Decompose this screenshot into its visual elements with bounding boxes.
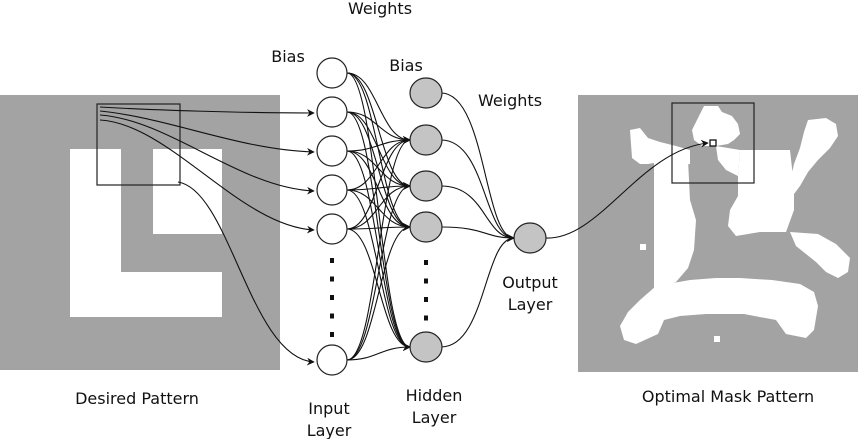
- weights-right-label: Weights: [478, 91, 542, 110]
- hidden-to-output-edge: [440, 234, 515, 348]
- mask-speck-bottom: [714, 336, 720, 342]
- input-to-hidden-connections: [346, 72, 411, 361]
- hidden-bias-node: [409, 77, 443, 109]
- mask-bar-bottom: [620, 278, 818, 344]
- input-ellipsis-dot: [330, 258, 334, 263]
- input-to-hidden-edge: [346, 136, 411, 191]
- hidden-layer-label-line2: Layer: [412, 408, 457, 427]
- bias-input-label: Bias: [271, 47, 305, 66]
- weights-top-label: Weights: [348, 0, 412, 18]
- hidden-ellipsis-dot: [424, 260, 428, 265]
- input-to-hidden-edge: [346, 223, 411, 361]
- input-node: [316, 344, 348, 376]
- input-to-hidden-edge: [346, 189, 411, 351]
- input-layer-label-line2: Layer: [307, 421, 352, 439]
- pattern-to-input-edge: [99, 110, 315, 156]
- desired-pattern-right-block: [153, 149, 222, 234]
- input-node: [316, 96, 348, 128]
- mask-arm-lower-right: [790, 232, 850, 278]
- hidden-layer-label-line1: Hidden: [406, 386, 463, 405]
- input-to-hidden-edge: [346, 150, 411, 190]
- hidden-to-output-edge: [440, 139, 515, 242]
- pattern-to-input-edge: [177, 181, 315, 366]
- pattern-to-input-connections: [99, 106, 315, 366]
- input-to-hidden-edge: [346, 111, 411, 144]
- input-to-hidden-edge: [346, 136, 411, 152]
- mask-arm-upper-left: [630, 128, 690, 166]
- bias-hidden-label: Bias: [389, 56, 423, 75]
- pattern-to-input-edge: [99, 119, 315, 234]
- hidden-ellipsis-dot: [424, 278, 428, 284]
- pattern-to-input-edge: [99, 106, 315, 117]
- input-to-hidden-edge: [346, 182, 411, 191]
- input-to-hidden-edge: [346, 182, 411, 361]
- output-node: [513, 222, 547, 254]
- mask-bridge: [716, 146, 740, 176]
- pattern-to-input-edge: [99, 114, 315, 195]
- output-to-mask-edge: [545, 139, 709, 239]
- hidden-node: [409, 170, 443, 202]
- hidden-node: [409, 124, 443, 156]
- input-to-hidden-edge: [346, 136, 411, 230]
- hidden-layer: [409, 77, 443, 363]
- output-layer-label-line2: Layer: [508, 295, 553, 314]
- input-to-hidden-edge: [346, 72, 411, 144]
- input-ellipsis-dot: [330, 332, 334, 337]
- output-layer-label-line1: Output: [502, 273, 558, 292]
- optimal-mask-target-pixel: [709, 139, 717, 147]
- input-to-hidden-edge: [346, 228, 411, 351]
- mask-arm-upper-right: [790, 118, 838, 194]
- hidden-to-output-edge: [440, 185, 515, 242]
- input-node: [316, 213, 348, 245]
- hidden-to-output-edge: [440, 92, 515, 242]
- ellipsis-dots: [330, 258, 428, 337]
- input-to-hidden-edge: [346, 111, 411, 231]
- input-ellipsis-dot: [330, 313, 334, 319]
- input-node: [316, 135, 348, 167]
- desired-pattern-background: [0, 95, 280, 370]
- desired-pattern-l-horizontal: [70, 272, 222, 317]
- input-to-hidden-edge: [346, 136, 411, 361]
- input-to-hidden-edge: [346, 150, 411, 231]
- hidden-node: [409, 211, 443, 243]
- optimal-mask-shapes: [620, 106, 850, 344]
- desired-pattern-label: Desired Pattern: [75, 389, 199, 408]
- optimal-mask-pattern-label: Optimal Mask Pattern: [642, 387, 814, 406]
- input-to-hidden-edge: [346, 189, 411, 231]
- desired-pattern-window: [96, 103, 181, 186]
- input-layer: [316, 57, 348, 376]
- input-ellipsis-dot: [330, 295, 334, 300]
- input-to-hidden-edge: [346, 111, 411, 190]
- mask-body-left: [654, 160, 696, 290]
- input-node: [316, 174, 348, 206]
- hidden-ellipsis-dot: [424, 315, 428, 321]
- mask-blob-top: [692, 106, 740, 146]
- input-to-hidden-edge: [346, 72, 411, 351]
- desired-pattern-image: [0, 95, 280, 370]
- optimal-mask-image: [578, 95, 858, 372]
- input-layer-label-line1: Input: [308, 399, 349, 418]
- input-bias-node: [316, 57, 348, 89]
- input-ellipsis-dot: [330, 276, 334, 282]
- input-to-hidden-edge: [346, 111, 411, 351]
- hidden-node: [409, 331, 443, 363]
- mask-body-right: [728, 150, 794, 236]
- hidden-to-output-edge: [440, 226, 515, 242]
- hidden-to-output-connections: [440, 92, 515, 348]
- input-to-hidden-edge: [346, 72, 411, 190]
- input-to-hidden-edge: [346, 343, 411, 361]
- optimal-mask-window: [671, 102, 755, 184]
- hidden-ellipsis-dot: [424, 297, 428, 302]
- mask-speck-left: [640, 244, 646, 250]
- input-to-hidden-edge: [346, 182, 411, 230]
